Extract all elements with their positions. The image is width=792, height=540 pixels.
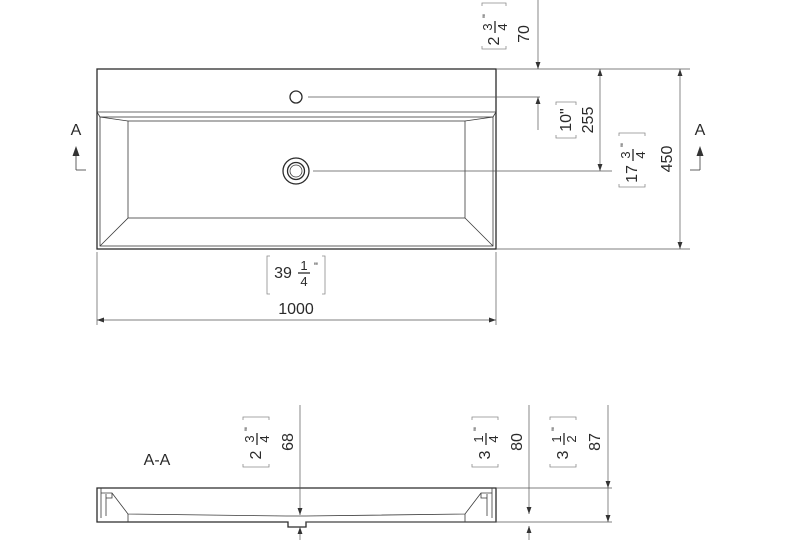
svg-text:10": 10" [558, 108, 575, 131]
svg-text:": " [550, 427, 562, 431]
svg-text:2: 2 [248, 450, 265, 459]
plan-view: 70 2 3 4 " 255 10" 17 3 4 " 450 [71, 0, 706, 325]
dim-1000-mm: 1000 [278, 301, 314, 318]
svg-text:1: 1 [471, 435, 486, 442]
dim-87-inch: 3 1 2 " [549, 416, 579, 468]
section-marker-left: A [71, 122, 86, 171]
svg-text:": " [243, 427, 255, 431]
dim-1000-inch: 39 1 4 " [266, 255, 326, 295]
svg-text:4: 4 [300, 274, 307, 289]
svg-text:2: 2 [486, 36, 503, 45]
basin-bowl-floor [127, 120, 466, 219]
svg-text:87: 87 [587, 433, 604, 451]
svg-text:4: 4 [495, 23, 510, 30]
dim-80-label: 80 [509, 433, 526, 451]
svg-text:17: 17 [624, 165, 641, 183]
dim-drain-inch: 17 3 4 " [618, 132, 648, 188]
svg-text:": " [472, 427, 484, 431]
svg-text:A: A [695, 122, 706, 139]
section-marker-right: A [690, 122, 706, 171]
dim-70-label: 70 [516, 25, 533, 43]
dim-255-inch: 10" [555, 101, 577, 139]
dim-450-label: 450 [659, 146, 676, 173]
section-profile [96, 487, 497, 528]
svg-text:68: 68 [280, 433, 297, 451]
dim-80-inch: 3 1 4 " [471, 416, 501, 468]
dim-255-mm: 255 [580, 107, 597, 134]
svg-text:1: 1 [300, 258, 307, 273]
dim-70-mm: 70 [516, 25, 533, 43]
arrow-up-icon [696, 146, 704, 156]
svg-text:3: 3 [618, 151, 633, 158]
svg-text:39: 39 [274, 265, 292, 282]
svg-text:4: 4 [257, 435, 272, 442]
svg-text:": " [314, 261, 318, 273]
dim-450-mm: 450 [659, 146, 676, 173]
dim-255-label: 255 [580, 107, 597, 134]
basin-rim-outer [99, 116, 494, 247]
drain-icon [282, 157, 310, 185]
svg-text:3: 3 [480, 23, 495, 30]
svg-text:4: 4 [486, 435, 501, 442]
svg-text:3: 3 [477, 450, 494, 459]
svg-text:2: 2 [564, 435, 579, 442]
svg-text:4: 4 [633, 151, 648, 158]
svg-text:A: A [71, 122, 82, 139]
tap-hole-icon [289, 90, 303, 104]
arrow-up-icon [72, 146, 80, 156]
svg-text:3: 3 [555, 450, 572, 459]
dim-70-inch: 2 3 4 " [480, 2, 510, 50]
dim-87-label: 87 [587, 433, 604, 451]
svg-text:": " [481, 14, 493, 18]
svg-text:": " [619, 143, 631, 147]
dim-68-inch: 2 3 4 " [242, 416, 272, 468]
svg-text:1: 1 [549, 435, 564, 442]
svg-text:80: 80 [509, 433, 526, 451]
section-view: A-A 68 2 3 4 " [96, 405, 612, 540]
section-label: A-A [144, 452, 171, 469]
basin-outline [96, 68, 497, 250]
svg-text:3: 3 [242, 435, 257, 442]
dim-68-label: 68 [280, 433, 297, 451]
